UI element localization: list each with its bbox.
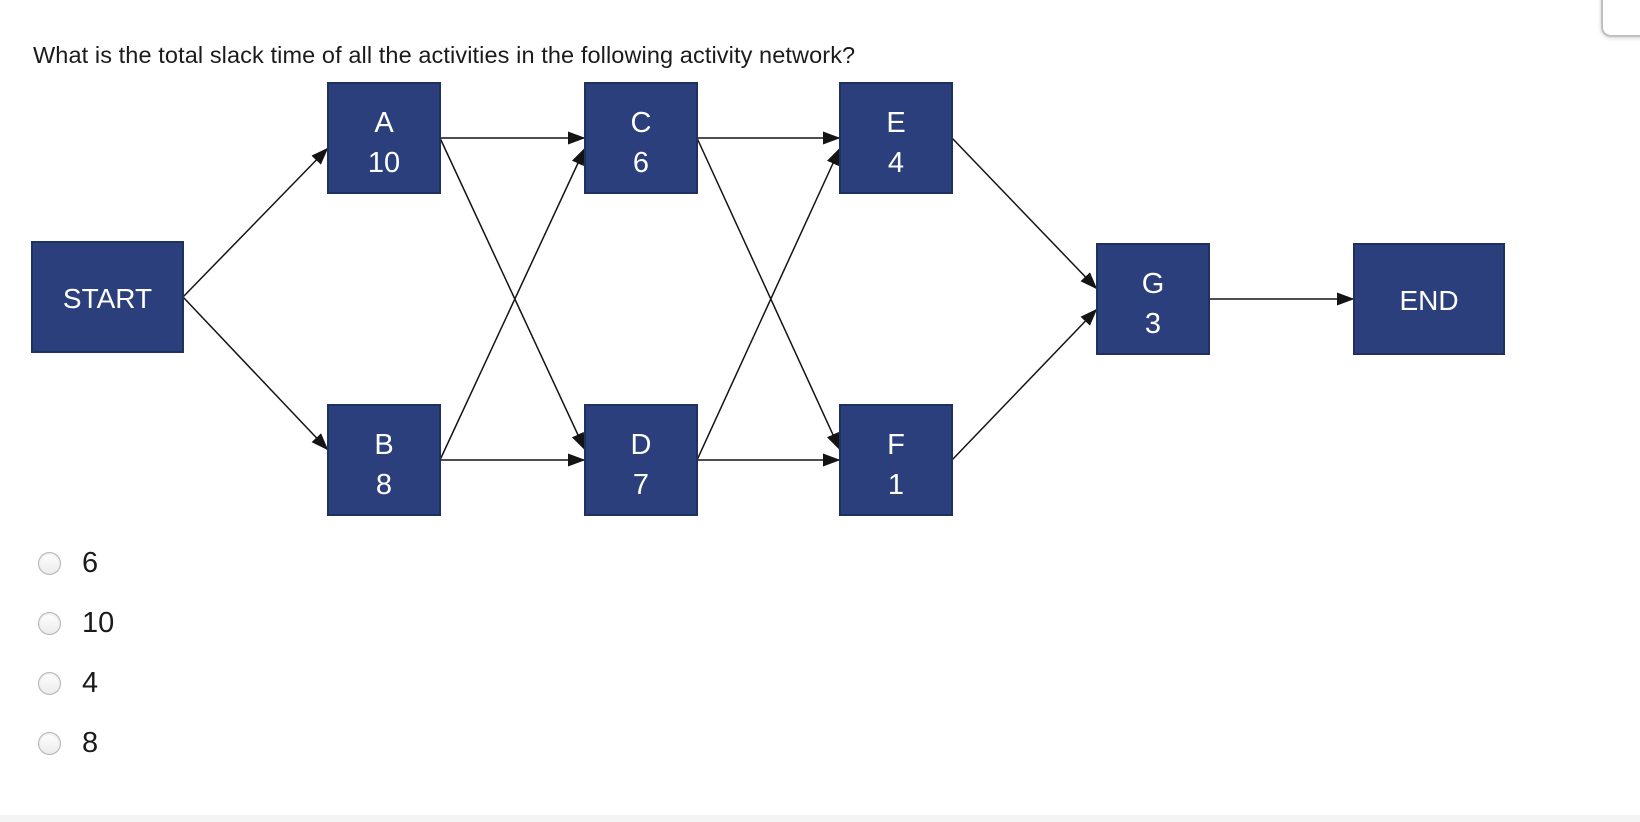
node-F bbox=[839, 404, 953, 516]
node-F-label: F bbox=[887, 429, 905, 461]
answer-option-label: 10 bbox=[82, 606, 115, 639]
node-D-duration: 7 bbox=[633, 469, 649, 501]
node-B bbox=[327, 404, 441, 516]
node-E bbox=[839, 82, 953, 194]
edge-A-D bbox=[439, 137, 586, 451]
question-text: What is the total slack time of all the … bbox=[33, 42, 856, 68]
answer-options: 6 10 4 8 bbox=[38, 546, 114, 760]
node-D-label: D bbox=[631, 429, 652, 461]
node-B-label: B bbox=[374, 429, 393, 461]
clipped-floating-element bbox=[1601, 0, 1640, 37]
node-START bbox=[31, 241, 184, 353]
node-D bbox=[584, 404, 698, 516]
radio-button[interactable] bbox=[38, 551, 61, 575]
node-F-duration: 1 bbox=[888, 469, 904, 501]
answer-option-label: 8 bbox=[82, 726, 99, 759]
answer-option-label: 4 bbox=[82, 666, 99, 699]
edge-E-G bbox=[951, 137, 1098, 290]
radio-button[interactable] bbox=[38, 611, 61, 635]
node-A-duration: 10 bbox=[368, 147, 400, 179]
node-A bbox=[327, 82, 441, 194]
radio-button[interactable] bbox=[38, 731, 61, 755]
edge-F-G bbox=[951, 308, 1098, 461]
edges-layer bbox=[182, 131, 1355, 467]
node-END-label: END bbox=[1399, 285, 1458, 316]
bottom-divider bbox=[0, 815, 1640, 822]
node-C bbox=[584, 82, 698, 194]
edge-START-A bbox=[182, 147, 329, 298]
node-C-label: C bbox=[631, 107, 652, 139]
node-G-label: G bbox=[1142, 268, 1165, 300]
answer-option-3[interactable]: 4 bbox=[38, 666, 114, 700]
answer-option-label: 6 bbox=[82, 546, 99, 579]
answer-option-4[interactable]: 8 bbox=[38, 726, 114, 760]
edge-C-F bbox=[696, 137, 841, 451]
edge-START-B bbox=[182, 296, 329, 451]
node-E-label: E bbox=[886, 107, 905, 139]
radio-button[interactable] bbox=[38, 671, 61, 695]
answer-option-2[interactable]: 10 bbox=[38, 606, 114, 640]
node-START-label: START bbox=[63, 283, 152, 314]
node-A-label: A bbox=[374, 107, 394, 139]
nodes-layer: START A 10B 8 C 6D 7 E 4F 1 G 3 END bbox=[31, 82, 1505, 516]
node-END bbox=[1353, 243, 1505, 355]
edge-D-E bbox=[696, 147, 841, 461]
node-E-duration: 4 bbox=[888, 147, 904, 179]
edge-B-C bbox=[439, 147, 586, 461]
node-G bbox=[1096, 243, 1210, 355]
answer-option-1[interactable]: 6 bbox=[38, 546, 114, 580]
node-B-duration: 8 bbox=[376, 469, 392, 501]
node-G-duration: 3 bbox=[1145, 308, 1161, 340]
node-C-duration: 6 bbox=[633, 147, 649, 179]
